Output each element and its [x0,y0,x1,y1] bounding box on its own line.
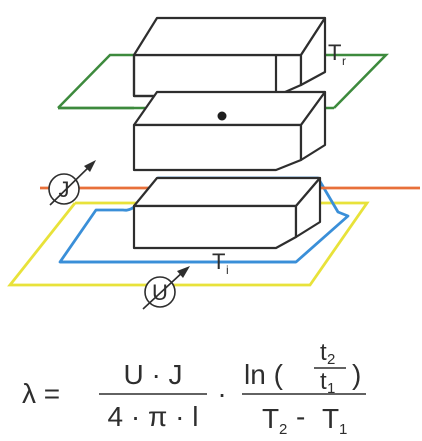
frac1-numerator: U · J [123,359,182,390]
t2-sub: 2 [327,351,335,368]
current-symbol-label: J [59,177,70,202]
t1-main: t [320,368,327,395]
den-T2-sub: 2 [279,421,287,438]
t2-main: t [320,339,327,366]
t1-sub: 1 [327,380,335,397]
bottom-specimen-block [132,176,322,250]
ti-label: T i [212,249,229,277]
ln-close-paren: ) [352,359,361,390]
multiply-dot: · [217,378,226,409]
tr-label-main: T [328,40,341,65]
tr-label-sub: r [342,54,346,68]
sensor-point [217,111,227,121]
current-meter-symbol: J [48,160,96,206]
middle-specimen-block [132,90,327,172]
ti-label-sub: i [226,263,229,277]
top-specimen-block [132,16,327,98]
den-minus: - [296,401,305,432]
thermal-conductivity-formula: λ = U · J 4 · π · l · ln ( t 2 t 1 ) T 2… [22,339,366,438]
frac1-denominator: 4 · π · l [108,401,199,432]
den-T2-main: T [262,403,279,434]
den-T1-main: T [322,403,339,434]
voltage-meter-symbol: U [142,266,190,310]
ti-label-main: T [212,249,225,274]
ln-text: ln ( [244,359,284,390]
voltage-symbol-label: U [152,280,168,305]
tr-label: T r [328,40,346,68]
formula-lhs: λ = [22,378,60,409]
den-T1-sub: 1 [339,421,347,438]
